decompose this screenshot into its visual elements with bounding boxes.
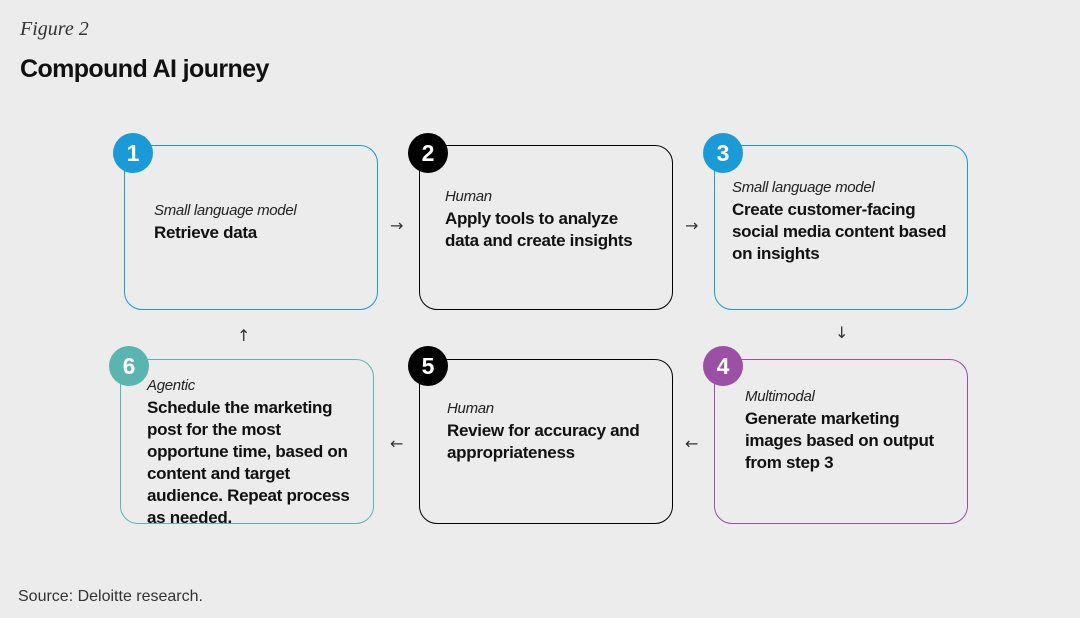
step-1-type: Small language model bbox=[154, 202, 297, 219]
step-4-description: Generate marketing images based on outpu… bbox=[745, 409, 934, 472]
arrow-left-icon: ← bbox=[685, 434, 699, 453]
step-3-number: 3 bbox=[703, 133, 743, 173]
step-4-content: Multimodal Generate marketing images bas… bbox=[745, 388, 945, 474]
step-3-box bbox=[714, 145, 968, 310]
step-4-box bbox=[714, 359, 968, 524]
step-2-description: Apply tools to analyze data and create i… bbox=[445, 209, 633, 250]
step-1-number: 1 bbox=[113, 133, 153, 173]
arrow-right-icon: → bbox=[685, 216, 699, 235]
step-1-content: Small language model Retrieve data bbox=[154, 202, 364, 244]
figure-label: Figure 2 bbox=[20, 18, 89, 40]
source-note: Source: Deloitte research. bbox=[18, 588, 203, 605]
step-5-content: Human Review for accuracy and appropriat… bbox=[447, 400, 647, 464]
step-3-description: Create customer-facing social media cont… bbox=[732, 200, 947, 263]
arrow-up-icon: ↑ bbox=[237, 326, 251, 345]
arrow-down-icon: ↓ bbox=[835, 323, 849, 342]
step-2-type: Human bbox=[445, 188, 492, 205]
step-1-description: Retrieve data bbox=[154, 223, 257, 242]
step-3-content: Small language model Create customer-fac… bbox=[732, 179, 952, 265]
arrow-right-icon: → bbox=[390, 216, 404, 235]
step-2-number: 2 bbox=[408, 133, 448, 173]
arrow-left-icon: ← bbox=[390, 434, 404, 453]
step-2-box bbox=[419, 145, 673, 310]
step-6-number: 6 bbox=[109, 346, 149, 386]
step-2-content: Human Apply tools to analyze data and cr… bbox=[445, 188, 645, 252]
step-5-box bbox=[419, 359, 673, 524]
step-5-number: 5 bbox=[408, 346, 448, 386]
diagram-title: Compound AI journey bbox=[20, 55, 269, 83]
step-3-type: Small language model bbox=[732, 179, 875, 196]
step-1-box bbox=[124, 145, 378, 310]
step-6-description: Schedule the marketing post for the most… bbox=[147, 398, 350, 527]
step-6-content: Agentic Schedule the marketing post for … bbox=[147, 377, 362, 529]
step-4-number: 4 bbox=[703, 346, 743, 386]
step-5-type: Human bbox=[447, 400, 494, 417]
step-6-type: Agentic bbox=[147, 377, 195, 394]
step-6-box bbox=[120, 359, 374, 524]
step-5-description: Review for accuracy and appropriateness bbox=[447, 421, 640, 462]
step-4-type: Multimodal bbox=[745, 388, 815, 405]
